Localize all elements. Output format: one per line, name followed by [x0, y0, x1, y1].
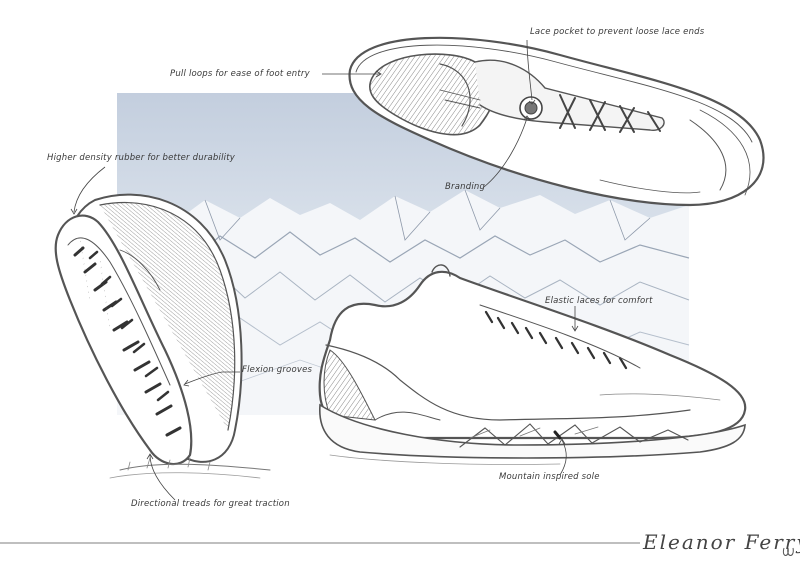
shoe-sole-view-sketch — [54, 193, 271, 479]
annotation-mountain-sole: Mountain inspired sole — [499, 472, 600, 482]
annotation-directional-treads: Directional treads for great traction — [131, 499, 290, 509]
annotation-elastic-laces: Elastic laces for comfort — [545, 296, 653, 306]
shoe-top-view-sketch — [348, 36, 765, 207]
shoe-side-view-sketch — [318, 264, 747, 465]
annotation-flexion-grooves: Flexion grooves — [242, 365, 313, 375]
annotation-leader-lines — [70, 39, 579, 501]
designer-signature: Eleanor Ferry — [643, 530, 800, 554]
annotation-branding: Branding — [445, 182, 486, 192]
signature-rule — [0, 542, 794, 556]
annotation-higher-density-rubber: Higher density rubber for better durabil… — [47, 153, 235, 163]
annotation-lace-pocket: Lace pocket to prevent loose lace ends — [530, 27, 705, 37]
annotation-pull-loops: Pull loops for ease of foot entry — [170, 69, 310, 79]
